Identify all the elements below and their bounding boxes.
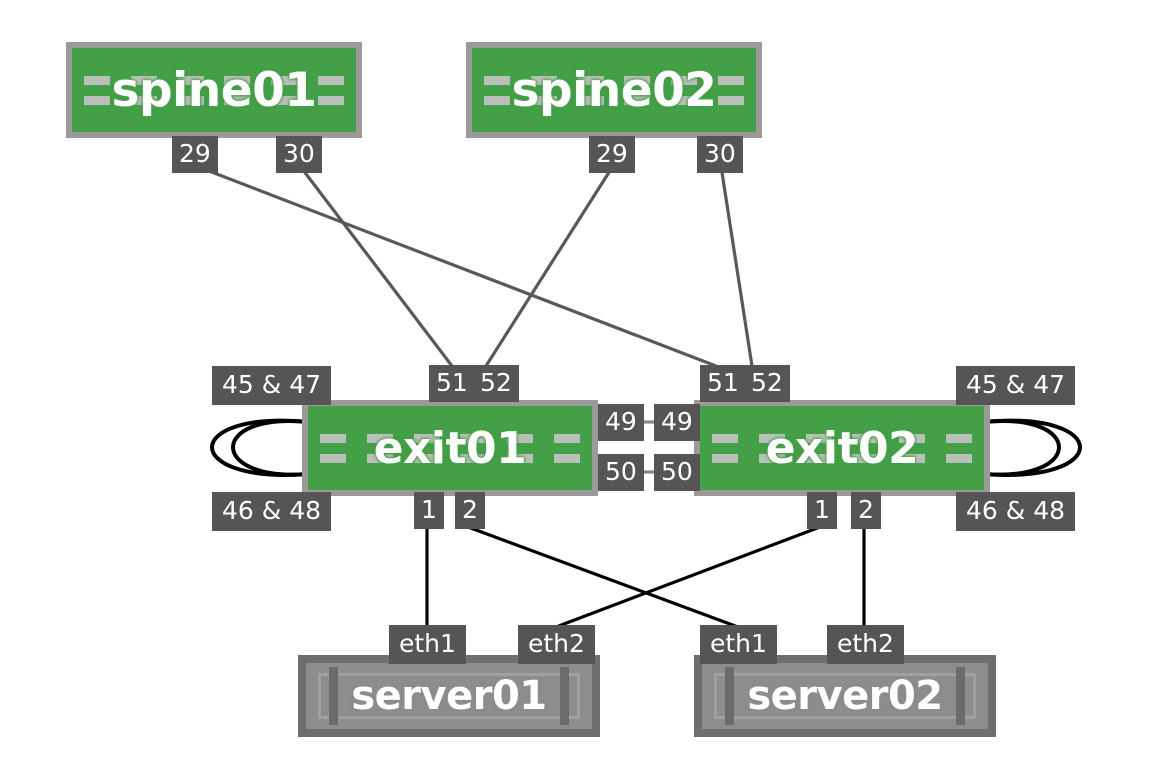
port-label-server01-eth1[interactable]: eth1: [389, 625, 466, 664]
port-label-exit02-1[interactable]: 1: [807, 492, 837, 529]
port-label-exit02-49[interactable]: 49: [654, 404, 700, 441]
port-label-server02-eth1[interactable]: eth1: [700, 625, 777, 664]
node-exit02[interactable]: exit02: [694, 400, 990, 496]
port-label-exit01-50[interactable]: 50: [598, 454, 644, 491]
port-label-exit02-2[interactable]: 2: [851, 492, 881, 529]
switch-port-decoration: [710, 406, 974, 490]
port-label-exit01-52[interactable]: 52: [473, 365, 519, 402]
port-label-exit01-45-47[interactable]: 45 & 47: [212, 366, 332, 405]
port-label-exit01-2[interactable]: 2: [455, 492, 485, 529]
loop-exit02-outer: [983, 418, 1082, 477]
server-chassis-decoration: [714, 667, 976, 725]
loop-exit02-inner: [983, 419, 1061, 477]
node-server02[interactable]: server02: [694, 655, 996, 737]
loop-exit01-inner: [231, 419, 309, 477]
port-label-spine01-30[interactable]: 30: [276, 136, 322, 173]
node-label-exit01: exit01: [373, 422, 527, 474]
port-label-exit02-52[interactable]: 52: [744, 365, 790, 402]
port-label-exit01-49[interactable]: 49: [598, 404, 644, 441]
node-label-exit02: exit02: [765, 422, 919, 474]
node-label-server02: server02: [747, 673, 943, 719]
node-spine02[interactable]: spine02: [466, 42, 762, 138]
port-label-exit01-46-48[interactable]: 46 & 48: [212, 492, 332, 531]
node-spine01[interactable]: spine01: [66, 42, 362, 138]
port-label-spine02-29[interactable]: 29: [589, 136, 635, 173]
node-label-spine02: spine02: [511, 62, 717, 118]
link-exit01-2-server02-eth1: [466, 525, 740, 629]
switch-port-decoration: [82, 48, 346, 132]
port-label-server02-eth2[interactable]: eth2: [827, 625, 904, 664]
server-chassis-decoration: [318, 667, 580, 725]
link-spine02-29-exit01-52: [484, 164, 615, 368]
node-label-spine01: spine01: [111, 62, 317, 118]
node-server01[interactable]: server01: [298, 655, 600, 737]
switch-port-decoration: [482, 48, 746, 132]
port-label-spine01-29[interactable]: 29: [172, 136, 218, 173]
link-exit02-1-server01-eth2: [554, 525, 822, 629]
port-label-spine02-30[interactable]: 30: [697, 136, 743, 173]
switch-port-decoration: [318, 406, 582, 490]
loop-exit01-outer: [210, 418, 309, 477]
port-label-exit01-1[interactable]: 1: [414, 492, 444, 529]
port-label-exit01-51[interactable]: 51: [429, 365, 475, 402]
port-label-exit02-45-47[interactable]: 45 & 47: [956, 366, 1076, 405]
port-label-exit02-50[interactable]: 50: [654, 454, 700, 491]
link-spine02-30-exit02-51: [719, 164, 754, 368]
port-label-exit02-51[interactable]: 51: [700, 365, 746, 402]
node-exit01[interactable]: exit01: [302, 400, 598, 496]
port-label-server01-eth2[interactable]: eth2: [518, 625, 595, 664]
link-spine01-29-exit02-51: [194, 164, 718, 368]
link-spine01-30-exit01-51: [298, 164, 454, 368]
node-label-server01: server01: [351, 673, 547, 719]
port-label-exit02-46-48[interactable]: 46 & 48: [956, 492, 1076, 531]
